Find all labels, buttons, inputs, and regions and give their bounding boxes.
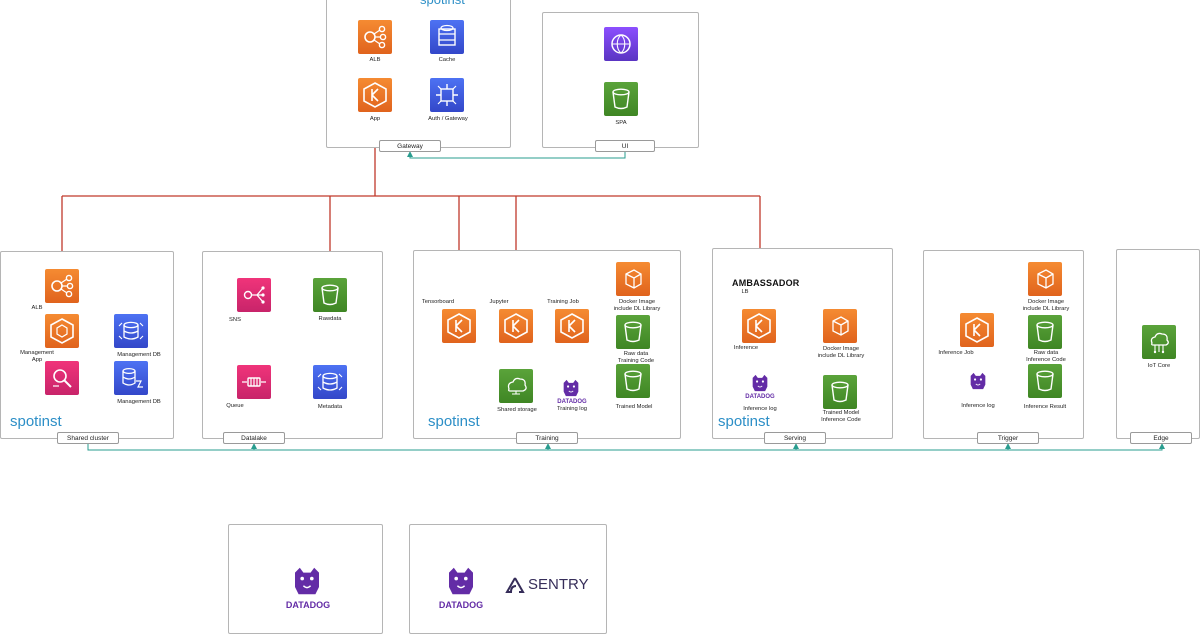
s3-training-code-icon <box>616 315 650 349</box>
s3-inference-data-icon <box>1028 315 1062 349</box>
ui-spa-label: SPA <box>615 120 627 126</box>
s3-bucket-spa-icon <box>604 82 638 116</box>
monitoring-group-2 <box>409 524 607 634</box>
s3-inference-result-icon <box>1028 364 1062 398</box>
sentry-wordmark: SENTRY <box>528 576 589 593</box>
tg-result-label: Inference Result <box>1023 404 1067 410</box>
spotinst-logo-training: spotinst <box>428 413 480 430</box>
edge-label[interactable]: Edge <box>1130 432 1192 444</box>
opensearch-icon <box>45 361 79 395</box>
teal-connectors <box>87 151 1165 451</box>
cache-icon <box>430 20 464 54</box>
s3-rawdata-icon <box>313 278 347 312</box>
trigger-label[interactable]: Trigger <box>977 432 1039 444</box>
shared-cluster-label[interactable]: Shared cluster <box>57 432 119 444</box>
dl-queue-label: Queue <box>226 403 244 409</box>
database-icon <box>114 314 148 348</box>
kubernetes-training-job-icon <box>555 309 589 343</box>
metadata-db-icon <box>313 365 347 399</box>
tr-raw-label: Raw data Training Code <box>617 351 655 364</box>
gw-cache-label: Cache <box>438 57 456 63</box>
ecr-container-training-icon <box>616 262 650 296</box>
datadog-wordmark-1: DATADOG <box>285 600 331 610</box>
sv-model-label: Trained Model Inference Code <box>821 410 861 423</box>
s3-trained-model-icon <box>616 364 650 398</box>
alb-shared-icon <box>45 269 79 303</box>
tr-jupyter-label: Jupyter <box>489 299 509 305</box>
datadog-icon-trigger <box>970 372 986 390</box>
training-label[interactable]: Training <box>516 432 578 444</box>
gw-app-label: App <box>369 116 381 122</box>
ui-group-label[interactable]: UI <box>595 140 655 152</box>
sc-mgmt-db1-label: Management DB <box>117 352 161 358</box>
tr-model-label: Trained Model <box>615 404 653 410</box>
gateway-group-label[interactable]: Gateway <box>379 140 441 152</box>
kubernetes-jupyter-icon <box>499 309 533 343</box>
sns-icon <box>237 278 271 312</box>
datadog-logo-1 <box>295 567 319 595</box>
sc-mgmt-db2-label: Management DB <box>117 399 161 405</box>
datadog-wordmark-2: DATADOG <box>438 600 484 610</box>
tr-storage-label: Shared storage <box>497 407 537 413</box>
tr-training-job-label: Training Job <box>547 299 579 305</box>
ecr-container-serving-icon <box>823 309 857 343</box>
ambassador-logo: AMBASSADOR <box>732 278 800 288</box>
tg-log-label: Inference log <box>961 403 995 409</box>
tg-raw-label: Raw data Inference Code <box>1026 350 1066 363</box>
sv-lb-label: LB <box>741 289 749 295</box>
tg-job-label: Inference Job <box>938 350 974 356</box>
tg-docker-label: Docker Image include DL Library <box>1022 299 1070 312</box>
datadog-icon-training <box>563 379 579 397</box>
kubernetes-app-icon <box>358 78 392 112</box>
cloudfront-icon <box>604 27 638 61</box>
sv-inference-label: Inference <box>733 345 759 351</box>
gw-auth-label: Auth / Gateway <box>428 116 468 122</box>
datalake-label[interactable]: Datalake <box>223 432 285 444</box>
gateway-group <box>326 0 511 148</box>
sqs-queue-icon <box>237 365 271 399</box>
edge-iot-label: IoT Core <box>1147 363 1171 369</box>
api-gateway-icon <box>430 78 464 112</box>
spotinst-logo: spotinst <box>420 0 465 7</box>
sv-log-label: Inference log <box>743 406 777 412</box>
datadog-wordmark-training: DATADOG <box>557 399 587 405</box>
management-app-icon <box>45 314 79 348</box>
spotinst-logo-serving: spotinst <box>718 413 770 430</box>
gw-alb-label: ALB <box>369 57 381 63</box>
sentry-icon <box>505 577 525 593</box>
dl-rawdata-label: Rawdata <box>318 316 342 322</box>
kubernetes-inference-icon <box>742 309 776 343</box>
serving-label[interactable]: Serving <box>764 432 826 444</box>
datalake-group <box>202 251 383 439</box>
datadog-wordmark-serving: DATADOG <box>745 394 775 400</box>
database-icon-2 <box>114 361 148 395</box>
sc-mgmt-app-label: Management App <box>20 350 54 363</box>
sv-docker-label: Docker Image include DL Library <box>817 346 865 359</box>
dl-metadata-label: Metadata <box>317 404 343 410</box>
tr-log-label: Training log <box>556 406 588 412</box>
s3-inference-code-icon <box>823 375 857 409</box>
tr-tensorboard-label: Tensorboard <box>421 299 455 305</box>
datadog-logo-2 <box>449 567 473 595</box>
datadog-icon-serving <box>752 374 768 392</box>
alb-icon <box>358 20 392 54</box>
spotinst-logo-shared: spotinst <box>10 413 62 430</box>
kubernetes-tensorboard-icon <box>442 309 476 343</box>
kubernetes-inference-job-icon <box>960 313 994 347</box>
tr-docker-label: Docker Image include DL Library <box>613 299 661 312</box>
ecr-container-trigger-icon <box>1028 262 1062 296</box>
dl-sns-label: SNS <box>229 317 241 323</box>
efs-storage-icon <box>499 369 533 403</box>
serving-group <box>712 248 893 439</box>
sc-alb-label: ALB <box>31 305 43 311</box>
iot-core-icon <box>1142 325 1176 359</box>
